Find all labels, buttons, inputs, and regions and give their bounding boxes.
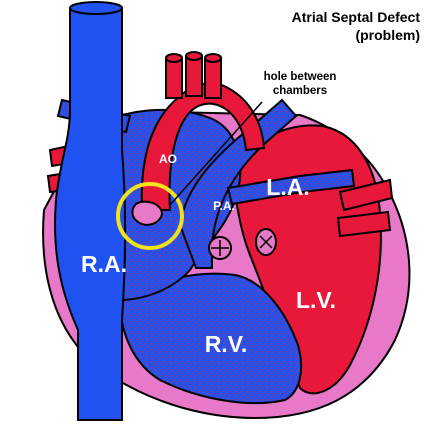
annotation-line-1: hole between <box>264 71 337 83</box>
aorta-branch-3-top <box>204 53 222 63</box>
label-lv: L.V. <box>296 287 336 313</box>
defect-highlight-ring <box>116 182 184 250</box>
vena-cava-top <box>69 1 123 15</box>
title-line-1: Atrial Septal Defect <box>292 9 421 25</box>
septal-hole <box>131 200 164 226</box>
annotation-line-2: chambers <box>273 85 327 97</box>
label-pa: P.A. <box>213 199 235 213</box>
aorta-branch-2-top <box>185 51 203 61</box>
vena-cava <box>53 7 126 421</box>
mitral-valve <box>255 228 277 256</box>
aorta-branch-1-top <box>165 53 183 63</box>
title-line-2: (problem) <box>355 27 420 43</box>
label-ao: AO <box>159 152 177 166</box>
aorta <box>140 82 266 211</box>
label-ra: R.A. <box>81 251 127 277</box>
pulmonary-artery-left-branch <box>226 168 356 206</box>
pulmonary-valve <box>208 236 232 260</box>
label-rv: R.V. <box>205 331 248 357</box>
pulmonary-vein-left-1 <box>338 178 394 212</box>
annotation-leader-line <box>169 101 263 206</box>
pulmonary-artery <box>178 98 298 269</box>
pulmonary-vein-left-2 <box>336 210 392 238</box>
aorta-branch-1 <box>165 57 183 99</box>
label-la: L.A. <box>266 174 309 200</box>
aorta-branch-2 <box>185 55 203 97</box>
right-ventricle <box>118 272 303 405</box>
aorta-branch-3 <box>204 57 222 99</box>
